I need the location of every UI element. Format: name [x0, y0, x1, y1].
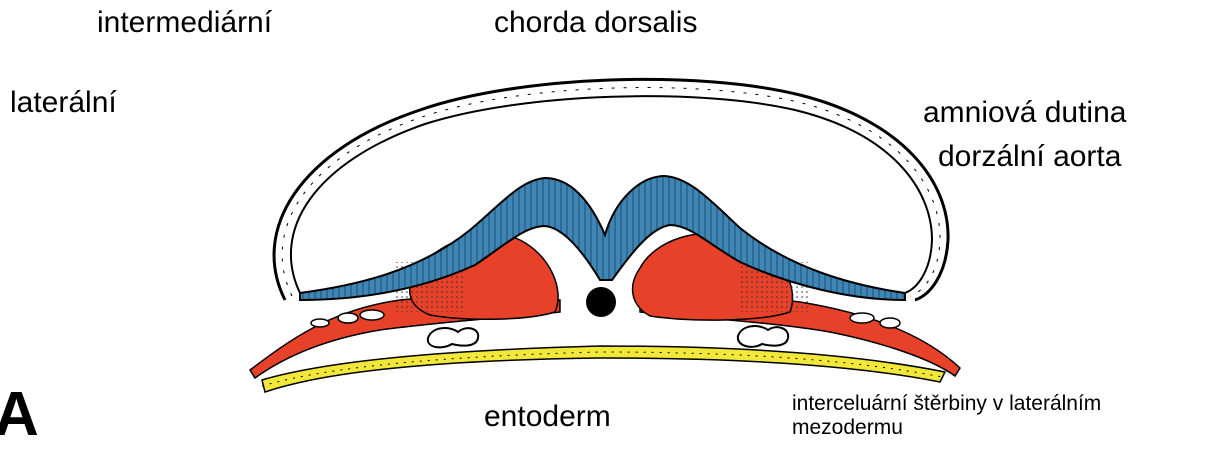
- label-notochord: chorda dorsalis: [494, 8, 697, 38]
- notochord: [586, 287, 616, 317]
- label-intercellular-clefts-line2: mezodermu: [792, 417, 903, 439]
- label-amniotic-cavity: amniová dutina: [923, 98, 1126, 128]
- cleft: [360, 310, 384, 320]
- neural-plate: [300, 176, 905, 300]
- entoderm-layer: [262, 346, 945, 392]
- dorsal-aorta-left: [428, 328, 478, 347]
- panel-letter: A: [0, 384, 39, 446]
- cleft: [311, 319, 329, 327]
- cleft: [850, 313, 874, 323]
- label-intercellular-clefts-line1: interceluární štěrbiny v laterálním: [792, 393, 1101, 415]
- cleft: [338, 313, 358, 323]
- label-lateral: laterální: [10, 88, 117, 118]
- cleft: [880, 318, 900, 328]
- label-entoderm: entoderm: [484, 402, 611, 432]
- label-intermediate: intermediární: [97, 8, 272, 38]
- dorsal-aorta-right: [738, 326, 788, 347]
- label-dorsal-aorta: dorzální aorta: [938, 142, 1121, 172]
